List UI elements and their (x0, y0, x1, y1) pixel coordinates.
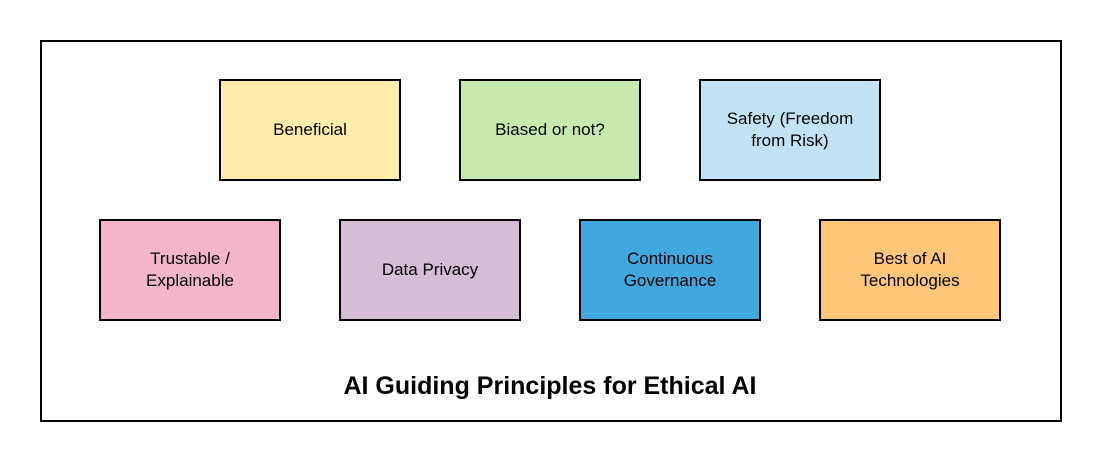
principle-label: Safety (Freedom from Risk) (726, 109, 854, 150)
principle-box-biased: Biased or not? (459, 79, 641, 181)
principle-box-governance: Continuous Governance (579, 219, 761, 321)
principle-box-safety: Safety (Freedom from Risk) (699, 79, 881, 181)
principle-box-trustable: Trustable / Explainable (99, 219, 281, 321)
principle-label: Data Privacy (381, 260, 479, 279)
principle-label: Best of AI Technologies (860, 249, 960, 290)
principle-label: Biased or not? (495, 120, 605, 139)
principle-label: Continuous Governance (623, 249, 717, 290)
principle-label: Beneficial (273, 120, 347, 139)
principle-box-data-privacy: Data Privacy (339, 219, 521, 321)
principle-label: Trustable / Explainable (146, 249, 234, 290)
principle-box-best-ai: Best of AI Technologies (819, 219, 1001, 321)
diagram-title: AI Guiding Principles for Ethical AI (343, 372, 757, 400)
principle-box-beneficial: Beneficial (219, 79, 401, 181)
